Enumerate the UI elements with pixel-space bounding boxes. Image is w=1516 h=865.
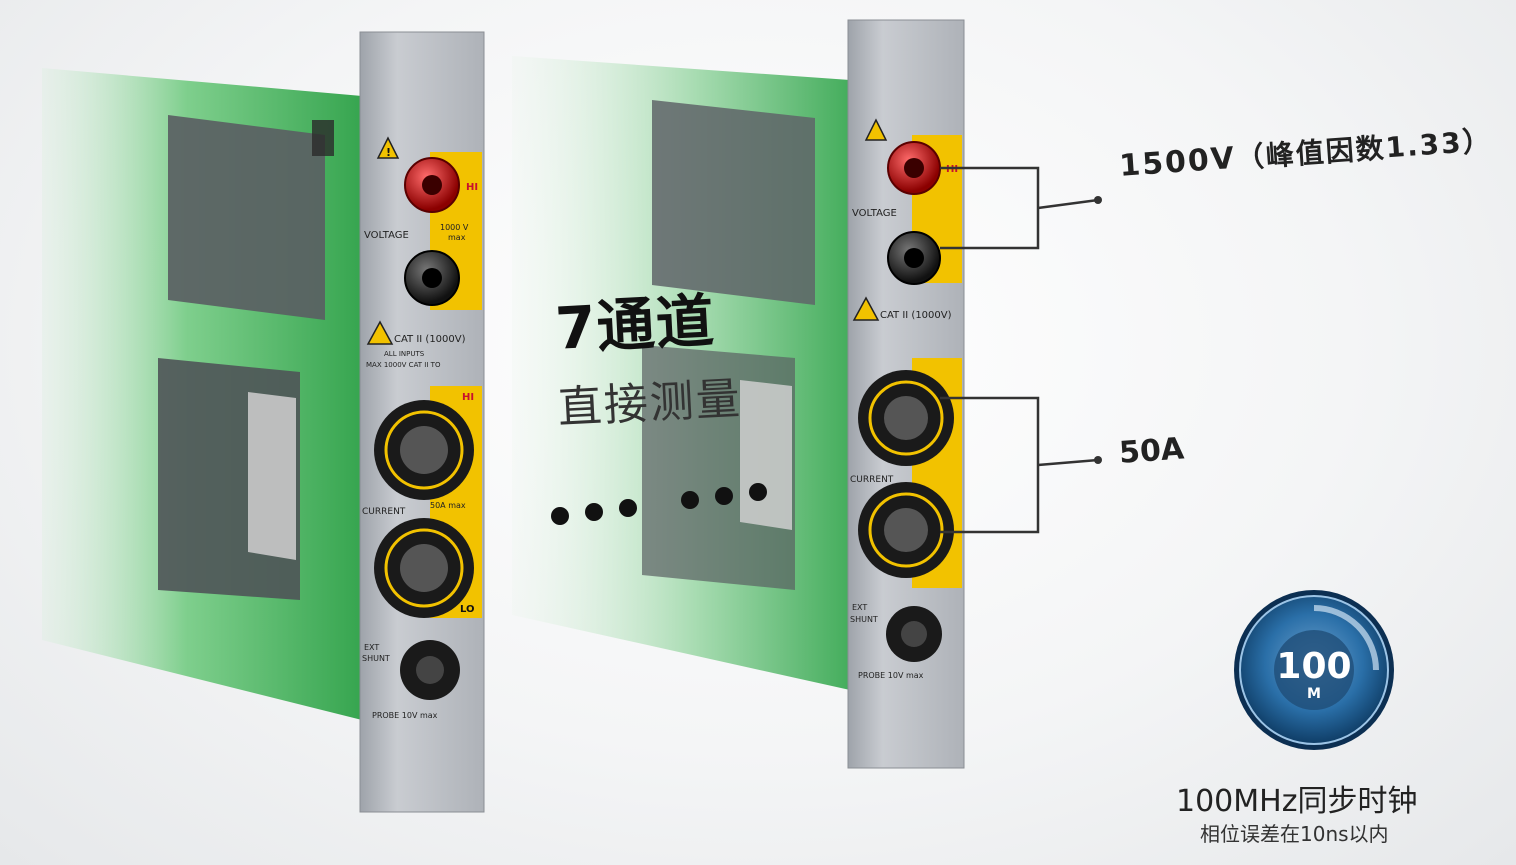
voltage-callout xyxy=(940,166,1102,250)
module-left: ! VOLTAGE 1000 V max HI CAT II (1000V) A… xyxy=(42,31,485,813)
badge-value: 100 xyxy=(1276,646,1351,687)
probe-label-right: PROBE 10V max xyxy=(858,671,924,680)
voltage-label: VOLTAGE xyxy=(364,230,409,241)
max-label: max xyxy=(448,233,466,242)
ext-label-right: EXT xyxy=(852,603,867,612)
channel-headline: 7通道 xyxy=(553,286,717,363)
probe-label: PROBE 10V max xyxy=(372,711,438,720)
current-lo-label: LO xyxy=(460,604,475,615)
shunt-label: SHUNT xyxy=(362,654,390,663)
clock-badge-icon: 100 M xyxy=(1234,590,1394,750)
current-label: CURRENT xyxy=(362,507,406,517)
channel-subheadline: 直接测量 xyxy=(556,373,743,434)
continuation-dots xyxy=(551,483,767,525)
shield-upper-right xyxy=(652,100,815,305)
cat-label-right: CAT II (1000V) xyxy=(880,310,952,321)
badge-unit: M xyxy=(1307,686,1321,702)
current-callout xyxy=(940,396,1102,534)
current-hi-label: HI xyxy=(462,392,474,403)
shunt-label-right: SHUNT xyxy=(850,615,878,624)
hi-label: HI xyxy=(466,182,478,193)
volt-max-label: 1000 V xyxy=(440,223,469,232)
current-spec: 50A xyxy=(1118,431,1186,471)
module-right: VOLTAGE HI CAT II (1000V) CURRENT EXT SH… xyxy=(512,19,965,769)
svg-text:!: ! xyxy=(386,146,391,159)
hi-label-right: HI xyxy=(946,164,958,175)
ext-label: EXT xyxy=(364,643,379,652)
warning-triangle-icon xyxy=(376,136,400,159)
clock-title: 100MHz同步时钟 xyxy=(1176,784,1418,819)
inputs-line2: MAX 1000V CAT II TO xyxy=(366,361,441,369)
cat-label: CAT II (1000V) xyxy=(394,334,466,345)
warning-triangle-icon-right xyxy=(864,118,888,141)
inputs-line1: ALL INPUTS xyxy=(384,350,425,358)
clock-subtitle: 相位误差在10ns以内 xyxy=(1200,822,1389,846)
voltage-label-right: VOLTAGE xyxy=(852,208,897,219)
cat-warning-icon xyxy=(366,320,394,345)
voltage-spec-value: 1500V xyxy=(1118,140,1238,184)
cat-warning-icon-right xyxy=(852,296,880,321)
shield-upper-left xyxy=(168,115,325,320)
current-label-right: CURRENT xyxy=(850,475,894,485)
amp-max-label: 50A max xyxy=(430,501,466,510)
